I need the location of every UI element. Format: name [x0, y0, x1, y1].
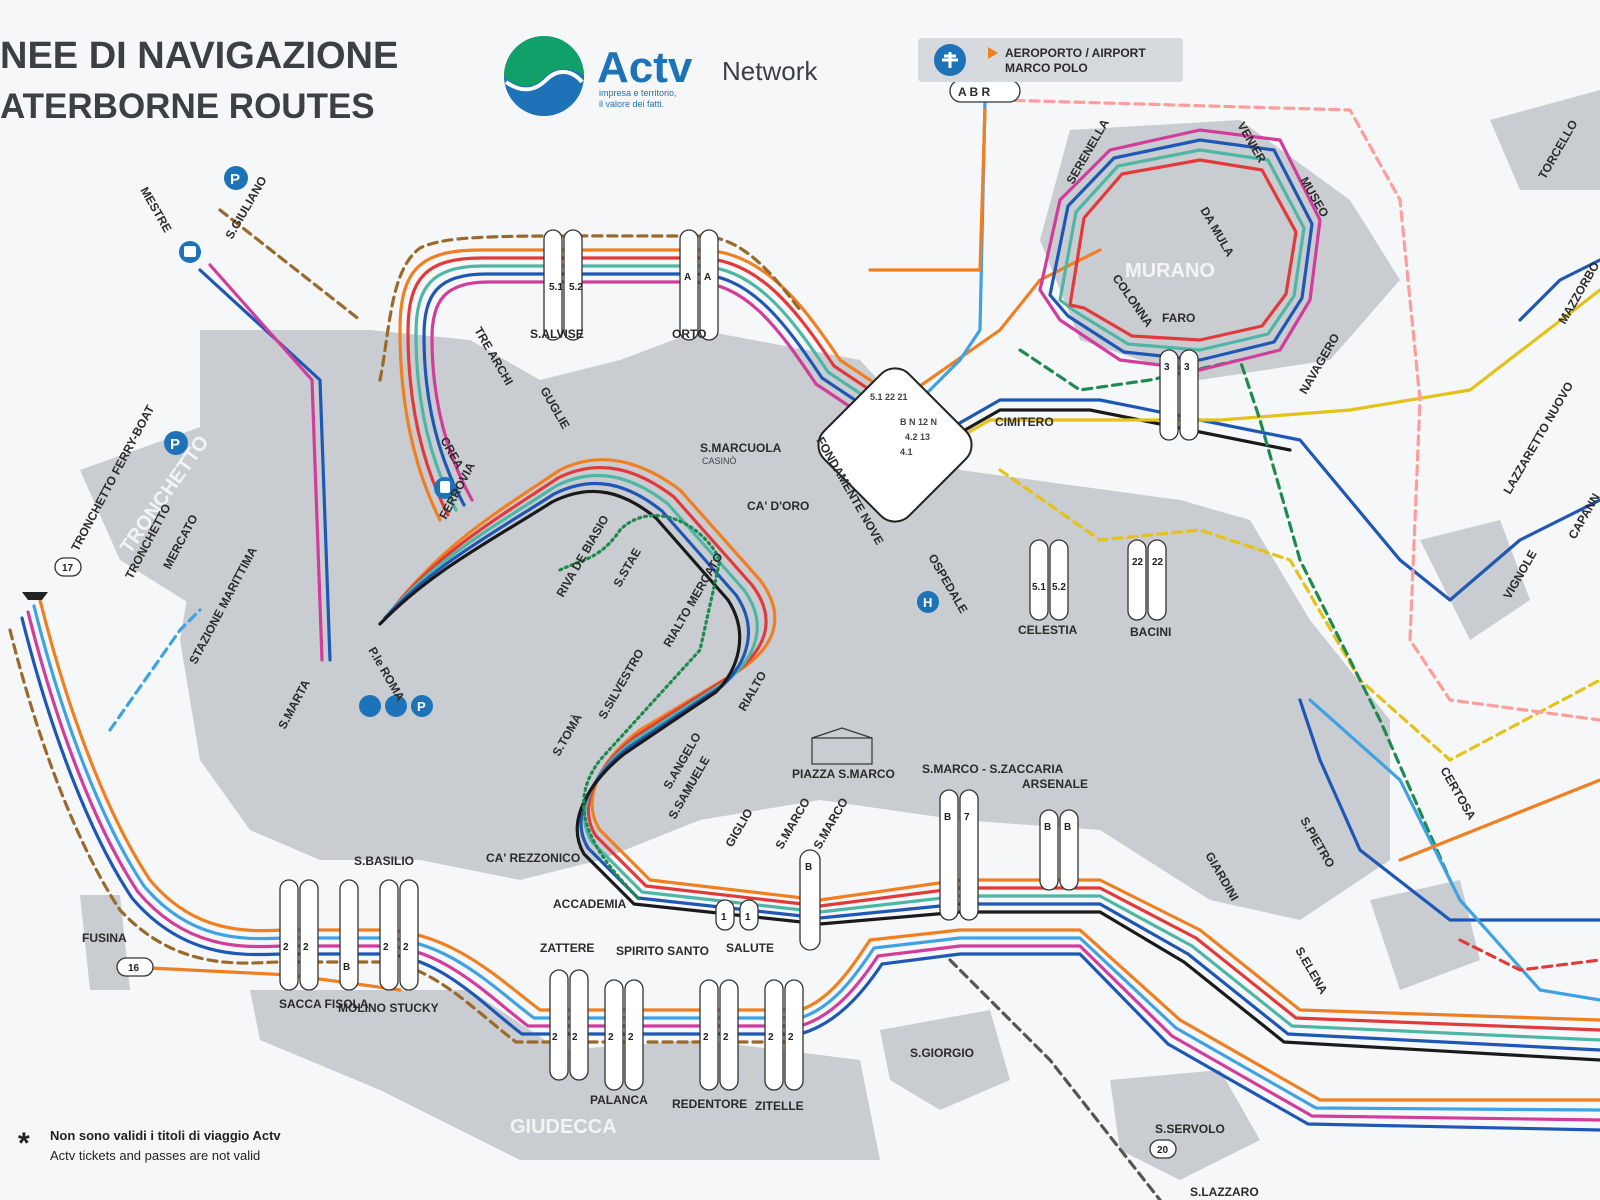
svg-text:4.2 13: 4.2 13: [905, 432, 930, 442]
brand-tagline-2: il valore dei fatti.: [599, 99, 664, 109]
asterisk-icon: *: [18, 1127, 30, 1160]
map-title-it: NEE DI NAVIGAZIONE: [0, 35, 398, 77]
stop-label-molino-stucky: MOLINO STUCKY: [338, 1001, 439, 1015]
stop-label-s-servolo: S.SERVOLO: [1155, 1122, 1225, 1136]
stop-label-faro: FARO: [1162, 311, 1195, 325]
actv-logo: [504, 36, 584, 116]
svg-text:2: 2: [723, 1032, 729, 1043]
svg-text:2: 2: [303, 942, 309, 953]
stop-label-salute: SALUTE: [726, 941, 774, 955]
svg-text:2: 2: [283, 942, 289, 953]
stop-label-redentore: REDENTORE: [672, 1097, 747, 1111]
stop-label-zitelle: ZITELLE: [755, 1099, 804, 1113]
stop-label-sacca-fisola: SACCA FISOLA: [279, 997, 369, 1011]
airplane-icon: [942, 52, 958, 68]
svg-text:2: 2: [403, 942, 409, 953]
brand-network: Network: [722, 56, 818, 86]
parking-icon: P: [224, 166, 248, 190]
arrow-marker-icon: [988, 47, 998, 59]
svg-text:7: 7: [964, 812, 970, 823]
stop-label-palanca: PALANCA: [590, 1093, 648, 1107]
svg-text:B N 12 N: B N 12 N: [900, 417, 937, 427]
stop-label-arsenale: ARSENALE: [1022, 777, 1088, 791]
stop-label-s-alvise: S.ALVISE: [530, 327, 584, 341]
svg-text:1: 1: [745, 912, 751, 923]
stop-label-accademia: ACCADEMIA: [553, 897, 627, 911]
stop-label-s-giorgio: S.GIORGIO: [910, 1046, 974, 1060]
stop-label-s-basilio: S.BASILIO: [354, 854, 414, 868]
taxi-icon: [359, 695, 381, 717]
svg-text:3: 3: [1164, 362, 1170, 373]
svg-text:16: 16: [128, 963, 140, 974]
svg-text:2: 2: [628, 1032, 634, 1043]
stop-label-ca-doro: CA' D'ORO: [747, 499, 809, 513]
svg-text:A: A: [684, 272, 691, 283]
airport-label-line2: MARCO POLO: [1005, 61, 1088, 75]
stop-markers: 5.1 5.2 A A 22 22 5.1 5.2 3 3 B 7 B B 2 …: [54, 79, 1199, 1159]
stop-label-cimitero: CIMITERO: [995, 415, 1054, 429]
ship-icon: [22, 592, 48, 600]
basilica-icon: [811, 727, 873, 765]
stop-label-piazza-s-marco: PIAZZA S.MARCO: [792, 767, 895, 781]
svg-text:2: 2: [383, 942, 389, 953]
airport-route-code: A B R: [958, 85, 991, 99]
svg-text:4.1: 4.1: [900, 447, 913, 457]
parking-icon: P: [164, 431, 188, 455]
svg-text:17: 17: [62, 563, 74, 574]
svg-text:B: B: [343, 962, 350, 973]
stop-label-orto: ORTO: [672, 327, 706, 341]
stop-label-spirito-santo: SPIRITO SANTO: [616, 944, 709, 958]
svg-text:P: P: [417, 699, 426, 714]
svg-text:B: B: [944, 812, 951, 823]
svg-text:20: 20: [1157, 1145, 1169, 1156]
svg-text:2: 2: [703, 1032, 709, 1043]
stop-label-zattere: ZATTERE: [540, 941, 594, 955]
stop-label-s-marcuola: S.MARCUOLA: [700, 441, 782, 455]
stop-label-ca-rezzonico: CA' REZZONICO: [486, 851, 580, 865]
svg-text:P: P: [230, 171, 240, 188]
svg-text:5.1 22 21: 5.1 22 21: [870, 392, 908, 402]
svg-text:2: 2: [608, 1032, 614, 1043]
svg-text:2: 2: [572, 1032, 578, 1043]
map-title-en: ATERBORNE ROUTES: [0, 87, 375, 126]
svg-text:B: B: [1044, 822, 1051, 833]
bus-icon: [385, 695, 407, 717]
svg-text:B: B: [1064, 822, 1071, 833]
stop-label-s-marco-zaccaria: S.MARCO - S.ZACCARIA: [922, 762, 1064, 776]
stop-label-fusina: FUSINA: [82, 931, 127, 945]
area-label-murano: MURANO: [1125, 260, 1215, 282]
svg-text:5.2: 5.2: [1052, 582, 1066, 593]
brand-tagline-1: impresa e territorio,: [599, 88, 677, 98]
stop-label-s-lazzaro: S.LAZZARO: [1190, 1185, 1259, 1199]
footer-note-en: Actv tickets and passes are not valid: [50, 1148, 260, 1163]
svg-text:22: 22: [1132, 557, 1144, 568]
svg-text:3: 3: [1184, 362, 1190, 373]
parking-icon: P: [411, 695, 433, 717]
svg-text:1: 1: [721, 912, 727, 923]
area-label-giudecca: GIUDECCA: [510, 1116, 617, 1138]
svg-text:A: A: [704, 272, 711, 283]
svg-text:22: 22: [1152, 557, 1164, 568]
fondamente-nove-hub: 5.1 22 21 B N 12 N 4.2 13 4.1: [817, 367, 973, 523]
svg-text:5.1: 5.1: [549, 282, 563, 293]
svg-text:5.2: 5.2: [569, 282, 583, 293]
brand-name: Actv: [597, 43, 693, 92]
svg-text:5.1: 5.1: [1032, 582, 1046, 593]
svg-text:2: 2: [788, 1032, 794, 1043]
stop-label-celestia: CELESTIA: [1018, 623, 1078, 637]
svg-text:P: P: [170, 436, 180, 453]
airport-box: [918, 38, 1183, 82]
svg-text:B: B: [805, 862, 812, 873]
footer-note-it: Non sono validi i titoli di viaggio Actv: [50, 1128, 281, 1143]
stop-label-casino: CASINÒ: [702, 456, 737, 466]
hospital-icon: H: [917, 591, 939, 613]
bus-icon: [179, 241, 201, 263]
svg-text:2: 2: [768, 1032, 774, 1043]
airport-label-line1: AEROPORTO / AIRPORT: [1005, 46, 1146, 60]
stop-label-bacini: BACINI: [1130, 625, 1171, 639]
train-icon: [434, 477, 456, 499]
svg-text:2: 2: [552, 1032, 558, 1043]
svg-text:H: H: [923, 595, 932, 610]
